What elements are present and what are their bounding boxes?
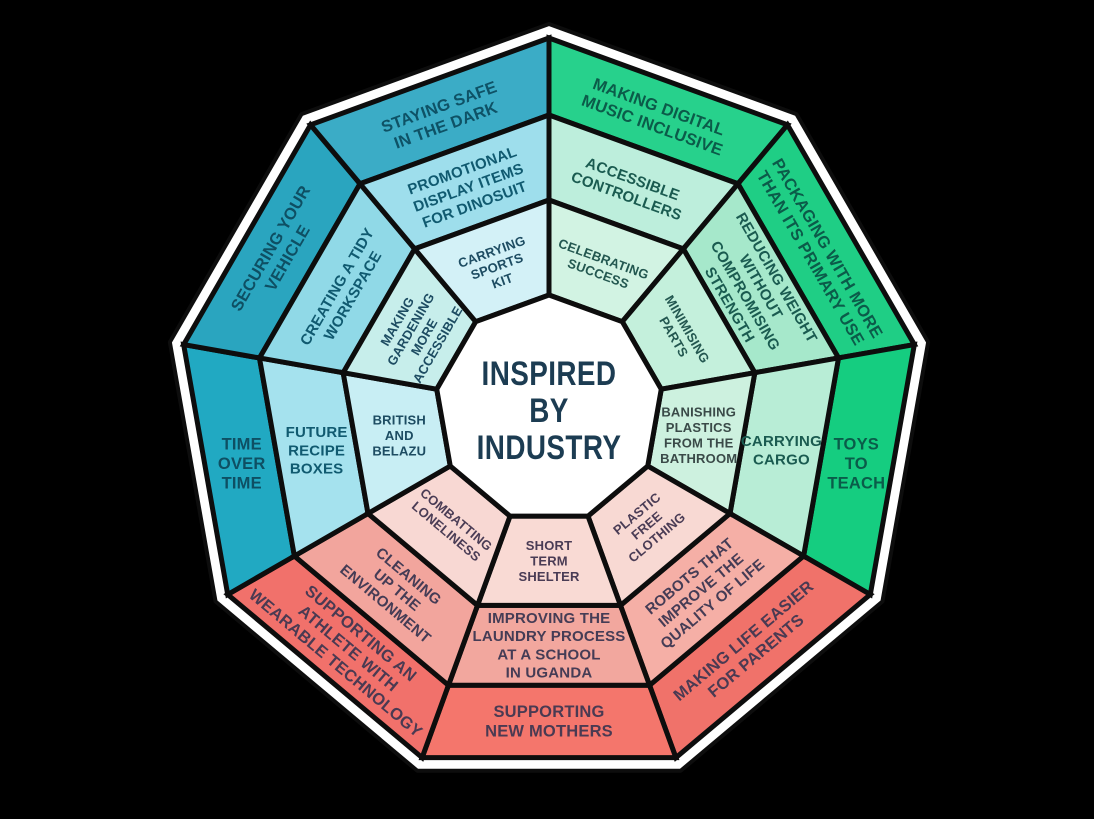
wheel-center [434,292,664,519]
outer-segment-supporting-new-mothers [418,682,680,761]
